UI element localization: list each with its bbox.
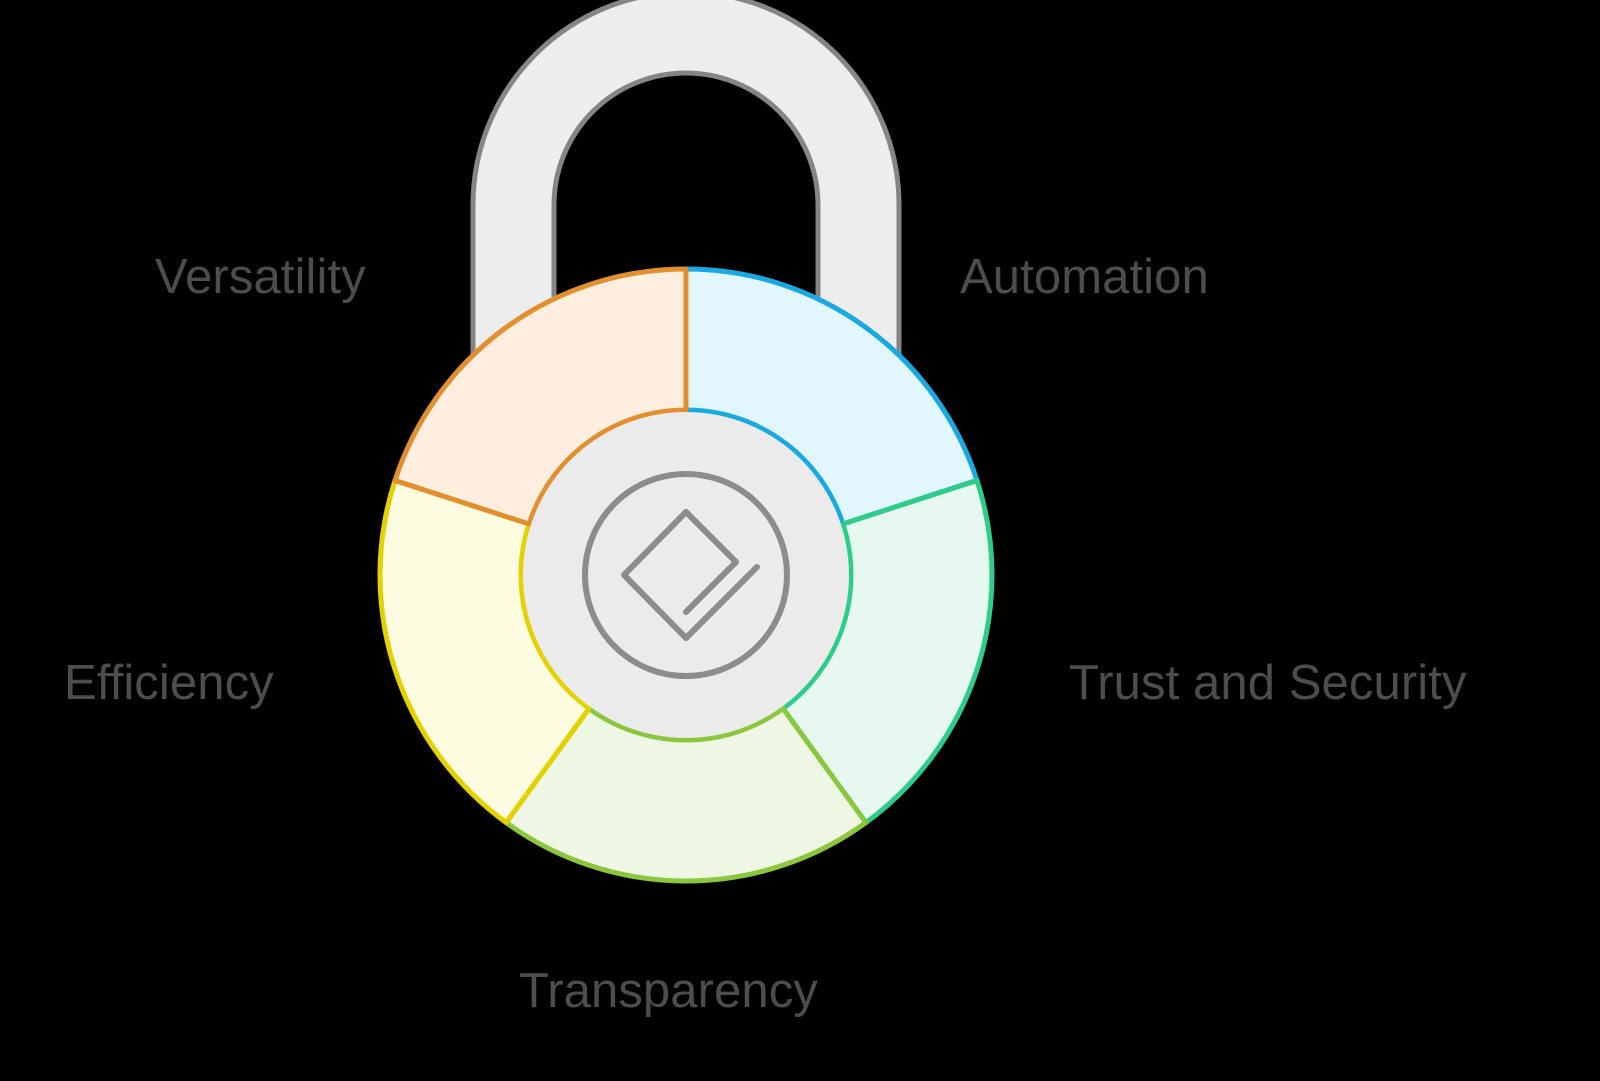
logo-upper-right-edge — [683, 509, 739, 615]
diamond-e-logo — [621, 509, 760, 641]
capability-ring: AutomationTrust and SecurityTransparency… — [377, 266, 995, 884]
ring-segment-versatility[interactable]: Versatility — [392, 266, 689, 527]
ring-segment-automation[interactable]: Automation — [683, 266, 980, 527]
label-trust-and-security: Trust and Security — [1069, 656, 1467, 710]
ring-segment-efficiency[interactable]: Efficiency — [377, 477, 592, 826]
ring-segment-trust-and-security[interactable]: Trust and Security — [780, 477, 995, 826]
label-efficiency: Efficiency — [64, 656, 274, 710]
padlock-body-hub — [523, 412, 849, 738]
logo-lower-right-tail — [683, 564, 760, 641]
label-versatility: Versatility — [155, 250, 366, 304]
hub-ring-outline — [582, 471, 790, 679]
label-automation: Automation — [960, 250, 1209, 304]
hub-disc — [523, 412, 849, 738]
label-transparency: Transparency — [519, 964, 818, 1018]
ring-segment-transparency[interactable]: Transparency — [503, 705, 869, 884]
